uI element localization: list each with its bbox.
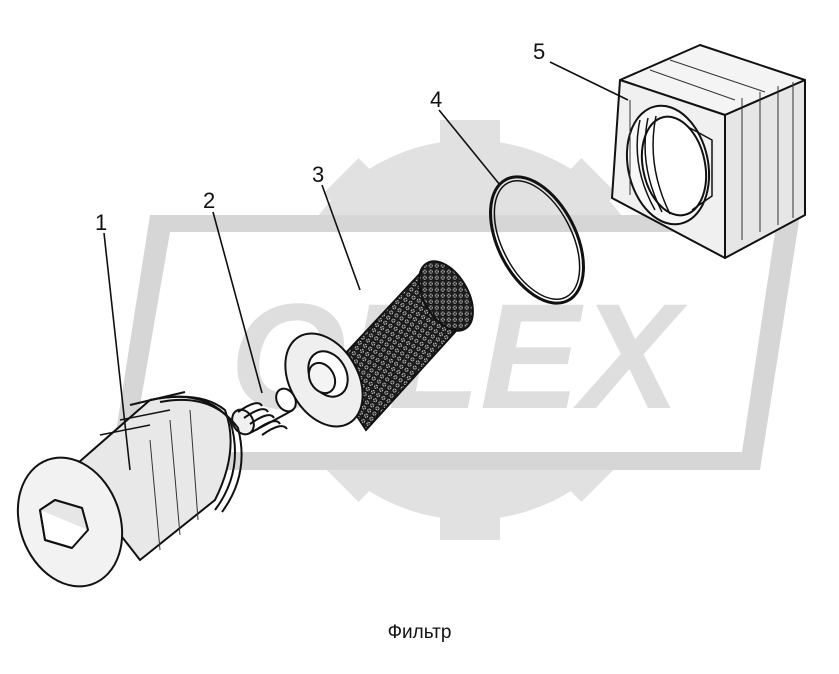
callout-5: 5 xyxy=(533,39,545,64)
callout-2: 2 xyxy=(203,188,215,213)
part-5-housing xyxy=(611,44,806,259)
part-2-spring xyxy=(231,387,297,436)
leader-line-1 xyxy=(103,232,131,471)
leader-line-5 xyxy=(549,61,629,101)
callout-labels: 1 2 3 4 5 xyxy=(95,39,545,235)
callout-4: 4 xyxy=(430,87,442,112)
leader-line-4 xyxy=(438,109,501,186)
figure-caption: Фильтр xyxy=(387,622,452,643)
part-4-o-ring xyxy=(489,175,585,305)
callout-1: 1 xyxy=(95,210,107,235)
part-1-cap xyxy=(16,391,243,588)
leader-lines xyxy=(103,61,629,471)
leader-line-3 xyxy=(321,184,361,291)
part-3-filter-element xyxy=(284,260,474,432)
leader-line-2 xyxy=(212,211,263,394)
callout-3: 3 xyxy=(312,162,324,187)
watermark: OILEX xyxy=(110,120,800,540)
